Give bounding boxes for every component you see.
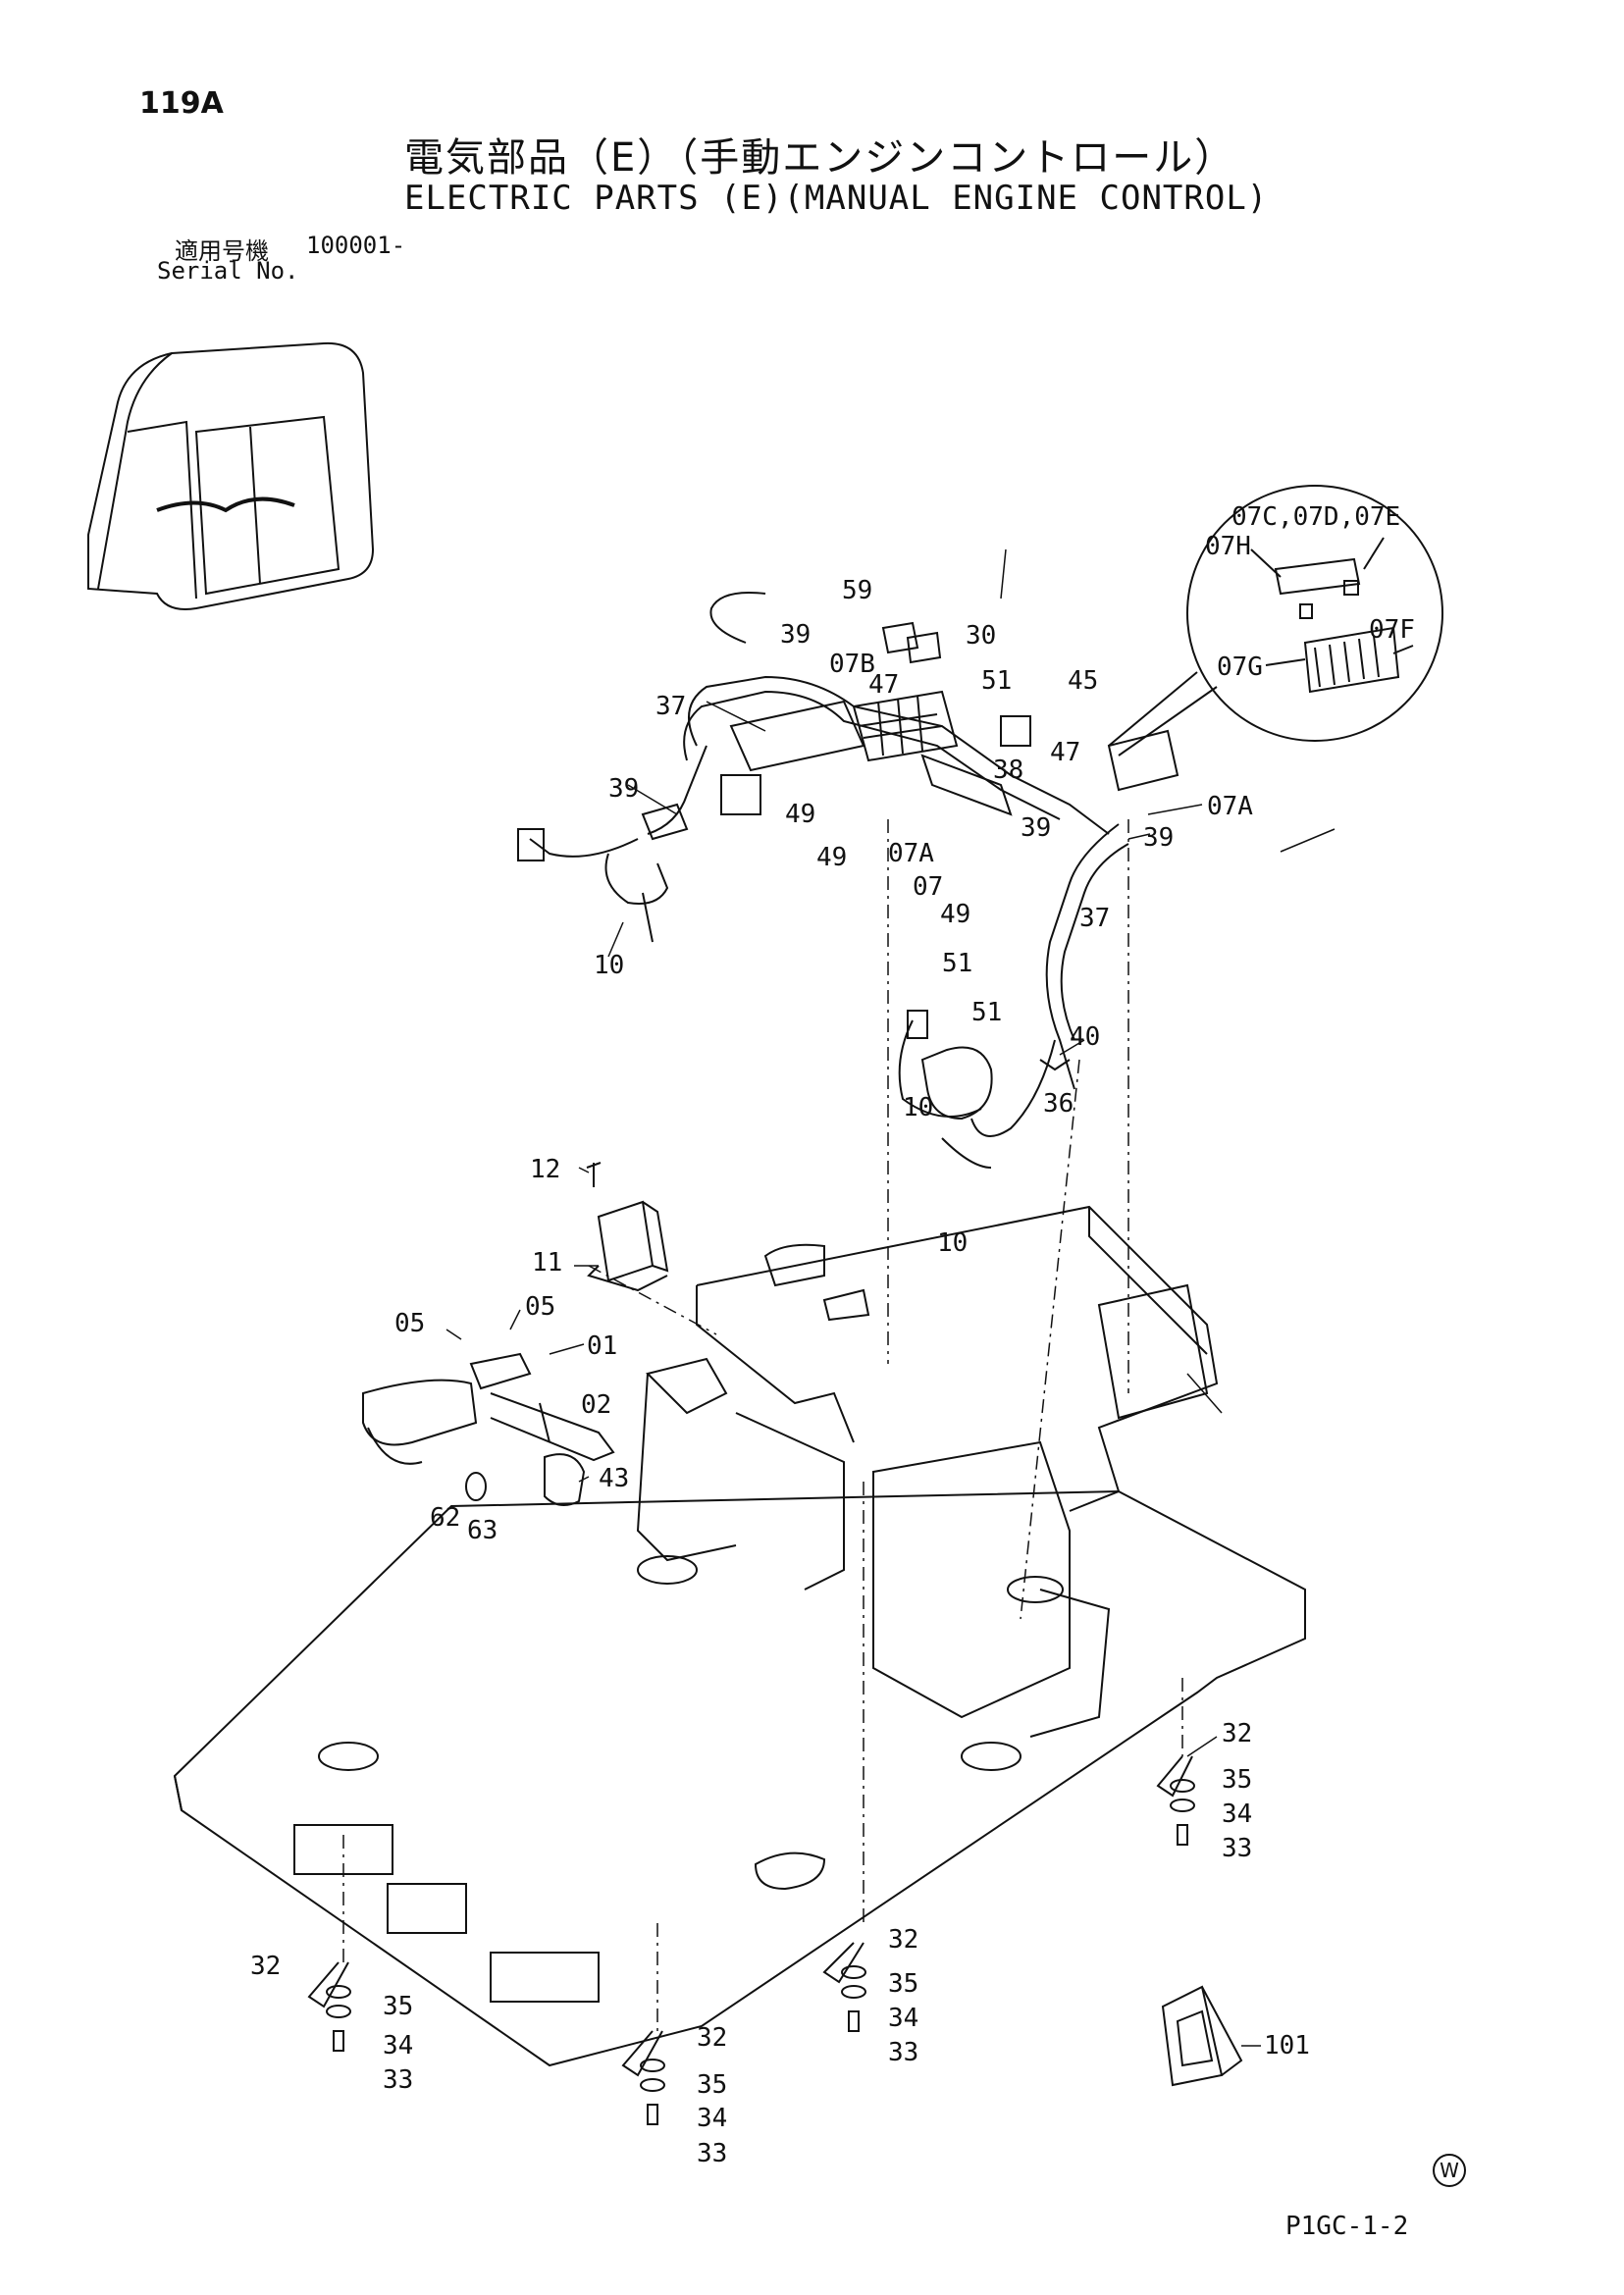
page-number: 119A (139, 86, 224, 121)
callout-51: 51 (971, 998, 1002, 1027)
switch-assembly (362, 1352, 615, 1506)
callout-30: 30 (966, 621, 996, 651)
callout-32: 32 (1222, 1719, 1252, 1748)
callout-35: 35 (1222, 1765, 1252, 1795)
callout-39: 39 (1143, 823, 1174, 853)
leader-lines (445, 548, 1336, 2047)
callout-12: 12 (530, 1155, 560, 1184)
callout-07a: 07A (1207, 792, 1253, 821)
callout-49: 49 (816, 843, 847, 872)
callout-47: 47 (868, 670, 899, 700)
callout-07: 07 (913, 872, 943, 902)
callout-51: 51 (942, 949, 972, 978)
hardware-stacks (307, 1755, 1195, 2125)
bracket-assembly (586, 1162, 669, 1292)
callout-05: 05 (525, 1292, 555, 1322)
floor-plate (173, 1489, 1306, 2067)
callout-32: 32 (888, 1925, 918, 1955)
callout-39: 39 (780, 620, 811, 650)
drawing-code: P1GC-1-2 (1285, 2212, 1409, 2241)
callout-43: 43 (599, 1464, 629, 1493)
callout-37: 37 (655, 692, 686, 721)
callout-51: 51 (981, 666, 1012, 696)
callout-10: 10 (594, 951, 624, 980)
manual-holder (1161, 1985, 1243, 2087)
callout-39: 39 (608, 774, 639, 804)
main-harness (517, 592, 1179, 1090)
w-mark-icon: W (1433, 2154, 1466, 2187)
callout-33: 33 (383, 2065, 413, 2095)
callout-59: 59 (842, 576, 872, 605)
serial-label-japanese: 適用号機 (175, 237, 269, 265)
callout-07g: 07G (1217, 652, 1263, 682)
callout-37: 37 (1079, 904, 1110, 933)
title-english: ELECTRIC PARTS (E)(MANUAL ENGINE CONTROL… (404, 179, 1269, 218)
connector-detail-circle (1108, 485, 1443, 756)
callout-49: 49 (785, 800, 815, 829)
callout-labels: 07C,07D,07E 07H 07G 07F 59 39 30 07B 47 … (250, 502, 1415, 2168)
callout-33: 33 (888, 2038, 918, 2067)
callout-01: 01 (587, 1331, 617, 1361)
serial-number-value: 100001- (306, 232, 406, 259)
callout-07h: 07H (1205, 532, 1251, 561)
upper-frame (636, 1205, 1219, 1738)
callout-36: 36 (1043, 1089, 1074, 1119)
title-japanese: 電気部品（E）（手動エンジンコントロール） (404, 135, 1236, 181)
lower-harness (898, 1010, 1071, 1169)
alignment-lines (342, 819, 1183, 2031)
serial-label-english: Serial No. (157, 257, 299, 285)
callout-10: 10 (937, 1228, 968, 1258)
callout-07c-07d-07e: 07C,07D,07E (1231, 502, 1400, 532)
callout-33: 33 (1222, 1834, 1252, 1863)
callout-34: 34 (383, 2031, 413, 2060)
callout-34: 34 (697, 2104, 727, 2133)
callout-45: 45 (1068, 666, 1098, 696)
callout-35: 35 (383, 1992, 413, 2021)
callout-40: 40 (1070, 1022, 1100, 1052)
callout-07b: 07B (829, 650, 875, 679)
cab-thumbnail (87, 341, 375, 610)
callout-35: 35 (888, 1969, 918, 1999)
callout-47: 47 (1050, 738, 1080, 767)
callout-05: 05 (394, 1309, 425, 1338)
callout-34: 34 (1222, 1799, 1252, 1829)
callout-32: 32 (697, 2023, 727, 2053)
callout-101: 101 (1264, 2031, 1310, 2060)
callout-38: 38 (993, 756, 1023, 785)
callout-63: 63 (467, 1516, 498, 1545)
callout-49: 49 (940, 900, 970, 929)
callout-34: 34 (888, 2004, 918, 2033)
callout-35: 35 (697, 2070, 727, 2100)
callout-10: 10 (903, 1093, 933, 1122)
callout-39: 39 (1021, 813, 1051, 843)
callout-11: 11 (532, 1248, 562, 1278)
callout-07a: 07A (888, 839, 934, 868)
callout-02: 02 (581, 1390, 611, 1420)
callout-62: 62 (430, 1503, 460, 1533)
callout-33: 33 (697, 2139, 727, 2168)
callout-07f: 07F (1369, 615, 1415, 645)
callout-32: 32 (250, 1952, 281, 1981)
